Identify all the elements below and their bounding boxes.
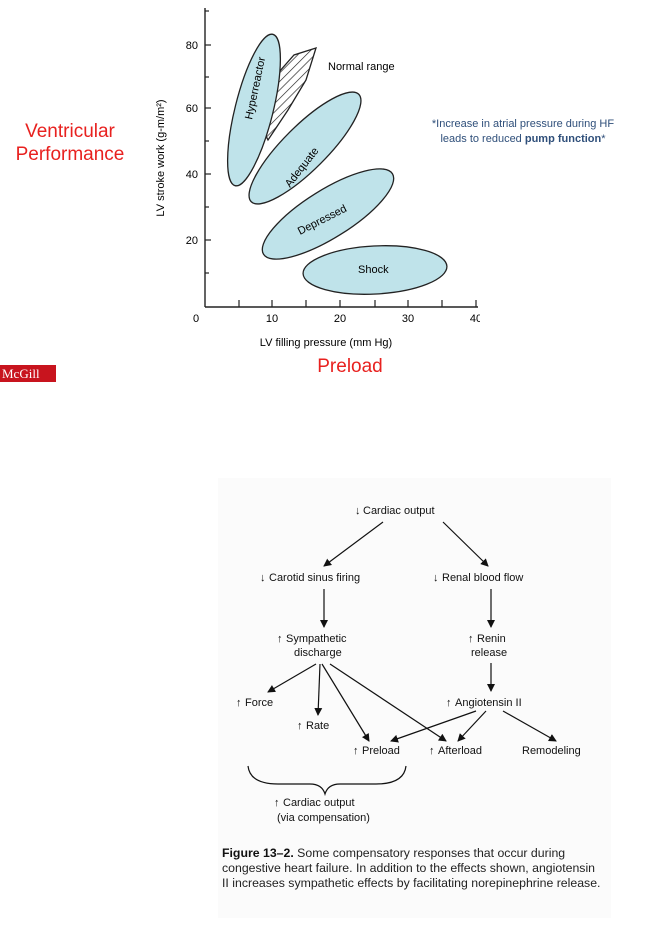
x-ticks	[238, 300, 477, 307]
note-line-2: leads to reduced pump function*	[407, 132, 639, 147]
normal-range-label: Normal range	[328, 61, 395, 73]
y-tick-80: 80	[186, 40, 198, 52]
renal-node: Renal blood flow	[442, 572, 523, 584]
co-comp-node-1: Cardiac output	[283, 797, 355, 809]
ventricular-function-chart: 80 60 40 20 0 10 20 30 40 LV filling pre…	[155, 8, 480, 349]
preload-node: Preload	[362, 745, 400, 757]
angiotensin-node: Angiotensin II	[455, 697, 522, 709]
y-ticks	[205, 10, 211, 274]
renal-down-arrow: ↓	[433, 572, 439, 584]
afterload-node: Afterload	[438, 745, 482, 757]
arrow-ang-remodeling	[502, 710, 557, 742]
remodeling-node: Remodeling	[522, 745, 581, 757]
arrow-symp-afterload	[329, 663, 447, 742]
figure-13-2-panel	[218, 478, 611, 918]
note-line-1: *Increase in atrial pressure during HF	[431, 118, 615, 130]
carotid-node: Carotid sinus firing	[269, 572, 360, 584]
cardiac-output-node: Cardiac output	[363, 505, 435, 517]
y-tick-40: 40	[186, 169, 198, 181]
ventricular-performance-label: Ventricular Performance	[6, 120, 134, 166]
adequate-region	[248, 91, 362, 205]
compensation-brace	[247, 765, 407, 797]
shock-label: Shock	[358, 264, 389, 276]
note-bold: pump function	[524, 133, 602, 145]
arrow-symp-force	[267, 663, 317, 693]
hyperreactor-region	[226, 33, 282, 187]
afterload-up-arrow: ↑	[429, 745, 435, 757]
rate-node: Rate	[306, 720, 329, 732]
figure-caption: Figure 13–2. Some compensatory responses…	[222, 846, 605, 891]
carotid-down-arrow: ↓	[260, 572, 266, 584]
arrow-co-carotid	[323, 521, 384, 567]
co-comp-node-2: (via compensation)	[277, 812, 370, 824]
arrow-co-renal	[442, 521, 489, 567]
x-tick-40: 40	[470, 313, 480, 325]
sympathetic-node-2: discharge	[294, 647, 342, 659]
arrow-symp-preload	[321, 663, 370, 742]
x-tick-30: 30	[402, 313, 414, 325]
depressed-region	[261, 168, 395, 260]
co-down-arrow: ↓	[355, 505, 361, 517]
note-prefix: leads to reduced	[440, 133, 525, 145]
shock-region	[302, 245, 448, 295]
performance-text: Performance	[15, 144, 125, 165]
x-tick-10: 10	[266, 313, 278, 325]
note-suffix: *	[601, 133, 606, 145]
rate-up-arrow: ↑	[297, 720, 303, 732]
hf-note: *Increase in atrial pressure during HF l…	[407, 117, 639, 147]
compensation-flowchart: ↓ Cardiac output ↓ Carotid sinus firing …	[236, 505, 581, 824]
x-tick-20: 20	[334, 313, 346, 325]
arrow-ang-afterload	[457, 710, 487, 742]
renin-up-arrow: ↑	[468, 633, 474, 645]
angiotensin-up-arrow: ↑	[446, 697, 452, 709]
co-comp-up-arrow: ↑	[274, 797, 280, 809]
arrow-ang-preload	[390, 710, 477, 743]
y-tick-60: 60	[186, 103, 198, 115]
renin-node-2: release	[471, 647, 507, 659]
caption-label: Figure 13–2.	[222, 846, 294, 860]
y-axis-label: LV stroke work (g-m/m²)	[155, 99, 167, 216]
renin-node-1: Renin	[477, 633, 506, 645]
sympathetic-node-1: Sympathetic	[286, 633, 347, 645]
preload-red-label: Preload	[317, 356, 383, 377]
preload-up-arrow: ↑	[353, 745, 359, 757]
sympathetic-up-arrow: ↑	[277, 633, 283, 645]
force-node: Force	[245, 697, 273, 709]
y-tick-20: 20	[186, 235, 198, 247]
x-tick-0: 0	[193, 313, 199, 325]
arrow-symp-rate	[314, 663, 323, 716]
force-up-arrow: ↑	[236, 697, 242, 709]
mcgill-logo: McGill	[0, 365, 56, 382]
x-axis-label: LV filling pressure (mm Hg)	[260, 337, 392, 349]
caption-text: Some compensatory responses that occur d…	[222, 846, 601, 890]
ventricular-text: Ventricular	[25, 121, 115, 142]
